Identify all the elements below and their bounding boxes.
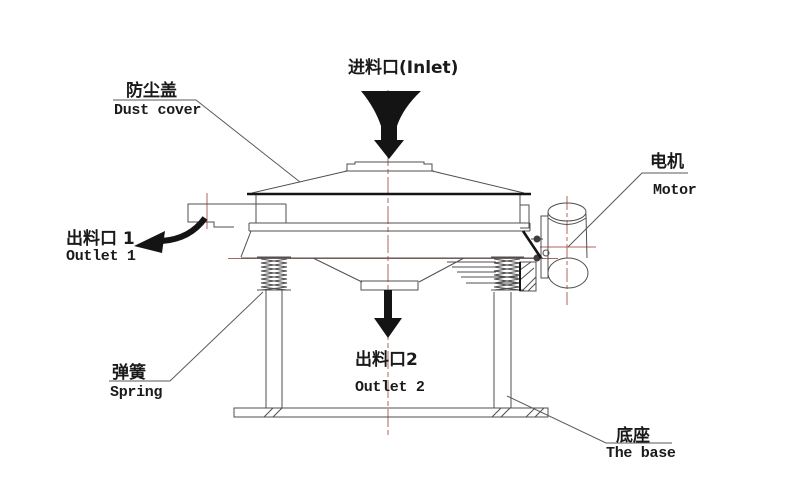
base-leader xyxy=(506,395,672,444)
spring-label-en: Spring xyxy=(110,384,163,401)
base-label-zh: 底座 xyxy=(616,426,650,446)
motor-bracket xyxy=(519,261,537,292)
bracket-arm xyxy=(521,230,543,259)
motor-leader xyxy=(567,172,688,248)
right-clamp xyxy=(520,204,530,229)
spring-left xyxy=(257,256,291,291)
motor-bottom xyxy=(547,257,589,289)
spring-label-zh: 弹簧 xyxy=(112,363,146,383)
motor-rim xyxy=(547,217,587,225)
bold-elements xyxy=(134,91,543,338)
top-rim xyxy=(345,161,434,172)
outlet2-arrow xyxy=(374,290,402,338)
outlet1-label-en: Outlet 1 xyxy=(66,248,136,265)
base-plate xyxy=(233,407,549,418)
base-label-en: The base xyxy=(606,445,676,462)
motor-label-en: Motor xyxy=(653,182,697,199)
lower-skirt xyxy=(240,230,539,259)
inlet-funnel-arrow xyxy=(361,91,421,159)
dust-cover-label-en: Dust cover xyxy=(114,102,202,119)
flange-ring xyxy=(248,222,531,232)
motor-top-cap xyxy=(547,202,587,222)
outlet1-label-zh: 出料口 1 xyxy=(66,229,135,249)
motor-label-zh: 电机 xyxy=(650,152,684,172)
sieve-body xyxy=(255,195,521,223)
outlet2-spout xyxy=(360,280,419,291)
dust-cover-leader xyxy=(113,99,301,183)
outlet1-arrow xyxy=(134,216,208,253)
outlet2-label-zh: 出料口2 xyxy=(355,350,418,370)
motor-sides xyxy=(547,213,588,266)
dust-cover-label-zh: 防尘盖 xyxy=(126,81,177,101)
machine-outline xyxy=(187,161,589,418)
motor-platform-lines xyxy=(447,261,518,284)
spring-leader xyxy=(109,291,264,382)
support-legs xyxy=(265,290,512,408)
inlet-label: 进料口(Inlet) xyxy=(348,58,459,78)
leader-lines xyxy=(109,99,688,444)
motor-drawing xyxy=(531,202,589,289)
outlet2-label-en: Outlet 2 xyxy=(355,379,425,396)
